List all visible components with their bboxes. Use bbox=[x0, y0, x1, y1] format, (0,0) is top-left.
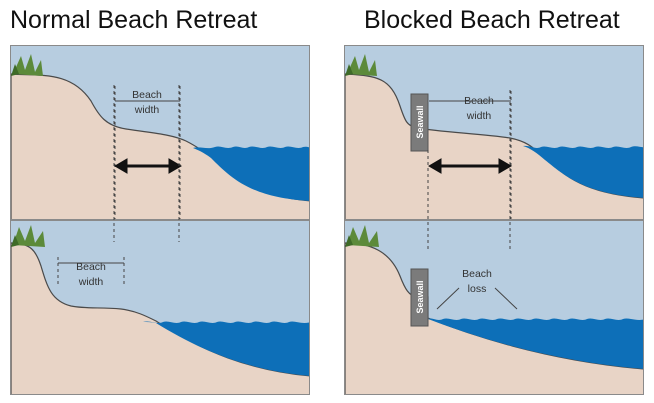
panel-blocked-after: Seawall Beach loss bbox=[344, 220, 644, 395]
seawall bbox=[410, 268, 429, 327]
ocean-water bbox=[428, 318, 643, 369]
panel-blocked-before: Seawall Beach width bbox=[344, 45, 644, 220]
beach-width-label-line1: Beach bbox=[464, 95, 494, 107]
ocean-water bbox=[143, 321, 309, 376]
beach-loss-label-line1: Beach bbox=[462, 268, 492, 280]
seawall-label: Seawall bbox=[415, 105, 425, 138]
seawall bbox=[410, 93, 429, 152]
vegetation-icon bbox=[345, 225, 379, 247]
beach-width-label-line2: width bbox=[466, 110, 492, 122]
ocean-water bbox=[193, 146, 309, 201]
double-arrow-icon bbox=[114, 158, 182, 174]
panel-normal-after: Beach width bbox=[10, 220, 310, 395]
vegetation-icon bbox=[11, 54, 43, 76]
beach-width-label-line2: width bbox=[134, 104, 160, 116]
title-blocked-beach-retreat: Blocked Beach Retreat bbox=[364, 6, 620, 34]
vegetation-icon bbox=[11, 225, 45, 247]
panel-normal-before: Beach width bbox=[10, 45, 310, 220]
beach-width-label-line2: width bbox=[78, 276, 104, 288]
beach-loss-label-line2: loss bbox=[468, 283, 487, 295]
title-normal-beach-retreat: Normal Beach Retreat bbox=[10, 6, 258, 34]
beach-width-label-line1: Beach bbox=[132, 89, 162, 101]
seawall-label: Seawall bbox=[415, 280, 425, 313]
ocean-water bbox=[523, 145, 643, 198]
vegetation-icon bbox=[345, 54, 377, 76]
beach-loss-pointer-right bbox=[494, 287, 518, 310]
beach-loss-pointer-left bbox=[436, 287, 460, 310]
double-arrow-icon bbox=[428, 158, 512, 174]
beach-width-label-line1: Beach bbox=[76, 261, 106, 273]
